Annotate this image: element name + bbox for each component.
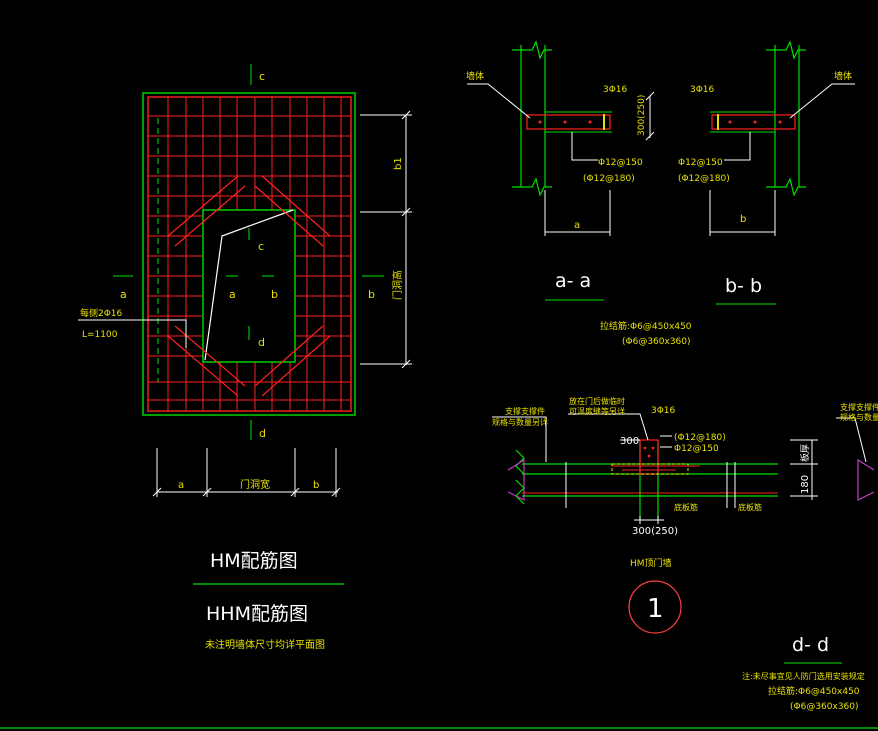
- title-hhm: HHM配筋图: [206, 603, 308, 625]
- dd-right-dims: [790, 439, 818, 500]
- dd-circle-number: 1: [647, 594, 664, 624]
- dd-bottom-2: 底板筋: [738, 502, 762, 512]
- plan-view: c c d d a a b b b1 门洞高: [78, 64, 412, 651]
- label-aa: a- a: [555, 270, 591, 292]
- label-a-left: a: [120, 288, 127, 301]
- plan-right-dimension: [360, 110, 412, 369]
- slab-left: [526, 114, 611, 130]
- dd-note-top-1: 放在门后做临时: [569, 396, 625, 406]
- title-hm: HM配筋图: [210, 550, 298, 572]
- rebar-dots: [538, 120, 782, 124]
- bar-top-left: 3Φ16: [603, 85, 628, 95]
- dd-circle-marker: [628, 580, 682, 634]
- dd-note-embed-2: 规格与数量另详: [492, 417, 548, 427]
- plan-rebar-boundary: [147, 96, 352, 412]
- dim-vertical: 300(250): [637, 95, 647, 136]
- dd-note-right-2: 规格与数量另详: [840, 412, 878, 422]
- dd-bar-top: 3Φ16: [651, 406, 676, 416]
- plan-vertical-rebars: [167, 97, 342, 411]
- slab-ends: [603, 114, 719, 130]
- dd-step: [611, 463, 689, 475]
- plan-horizontal-rebars: [148, 115, 351, 401]
- bar-left-2: (Φ12@180): [583, 174, 635, 184]
- dd-bottom-1: 底板筋: [674, 502, 698, 512]
- label-b-right: b: [368, 288, 375, 301]
- bar-right-1: Φ12@150: [678, 158, 723, 168]
- wall-label-right: 墙体: [834, 70, 852, 82]
- dd-dim-bottom: 300(250): [632, 526, 678, 537]
- slab-right: [711, 114, 796, 130]
- dim-a: a: [574, 220, 580, 231]
- dim-bottom-b: b: [313, 480, 319, 491]
- label-a-mid: a: [229, 288, 236, 301]
- wall-label-left: 墙体: [466, 70, 484, 82]
- dim-door-height: 门洞高: [391, 270, 404, 300]
- section-ab-dims: [544, 190, 776, 236]
- section-ab: 墙体 墙体 3Φ16 3Φ16 300(250) Φ12@150 (Φ12@18…: [466, 40, 855, 347]
- label-dd: d- d: [792, 634, 829, 656]
- dd-walls: [565, 462, 736, 508]
- section-dd: 支撑支撑件 规格与数量另详 放在门后做临时 可温度缝等另详 3Φ16 300 (…: [492, 396, 878, 712]
- label-d-mid: d: [258, 336, 265, 349]
- label-b-mid: b: [271, 288, 278, 301]
- dim-b1: b1: [393, 157, 404, 170]
- bar-right-2: (Φ12@180): [678, 174, 730, 184]
- dd-note-right-1: 支撑支撑件: [840, 402, 878, 412]
- dd-bar-2: Φ12@150: [674, 444, 719, 454]
- plan-diagonal-bars: [167, 175, 331, 397]
- dd-magenta: [507, 458, 875, 501]
- note-bar: 每侧2Φ16: [80, 307, 123, 319]
- dim-bottom-a: a: [178, 480, 184, 491]
- dd-dim-right: 板厚: [799, 444, 811, 462]
- dim-bottom-door-width: 门洞宽: [240, 478, 270, 491]
- dd-note-1: 注:未尽事宜见人防门选用安装规定: [742, 671, 865, 681]
- tie-1: 拉结筋:Φ6@450x450: [600, 320, 692, 332]
- dd-caption: HM顶门墙: [630, 557, 672, 569]
- note-leader: [78, 319, 187, 348]
- bar-left-1: Φ12@150: [598, 158, 643, 168]
- label-c-top: c: [259, 70, 265, 83]
- plan-center-lines: [113, 64, 384, 440]
- tie-2: (Φ6@360x360): [622, 337, 691, 347]
- vertical-dim-line: [645, 91, 655, 141]
- dd-bottom-dim: [634, 516, 664, 524]
- dd-dim-300: 300: [620, 436, 639, 447]
- dd-bar-1: (Φ12@180): [674, 433, 726, 443]
- dd-rebar-dots: [643, 446, 655, 458]
- dd-leaders: [492, 413, 867, 463]
- label-d-bot: d: [259, 427, 266, 440]
- wall-leaders: [467, 83, 855, 119]
- section-ab-walls: [512, 40, 806, 197]
- note-dimensions: 未注明墙体尺寸均详平面图: [205, 638, 325, 651]
- bar-leaders: [571, 132, 751, 161]
- door-leaf: [204, 209, 294, 361]
- label-bb: b- b: [725, 275, 762, 297]
- dd-tie-1: 拉结筋:Φ6@450x450: [768, 685, 860, 697]
- dd-tie-2: (Φ6@360x360): [790, 702, 859, 712]
- dd-note-top-2: 可温度缝等另详: [569, 406, 625, 416]
- note-length: L=1100: [82, 330, 118, 340]
- bar-top-right: 3Φ16: [690, 85, 715, 95]
- dd-dim-180: 180: [800, 475, 811, 494]
- plan-outer-outline: [142, 92, 356, 416]
- dd-rebars: [522, 465, 778, 494]
- dd-note-embed: 支撑支撑件: [505, 406, 545, 416]
- slab-outlines: [545, 111, 775, 133]
- plan-bottom-dimension: [152, 448, 341, 497]
- dim-b: b: [740, 214, 746, 225]
- label-c-mid: c: [258, 240, 264, 253]
